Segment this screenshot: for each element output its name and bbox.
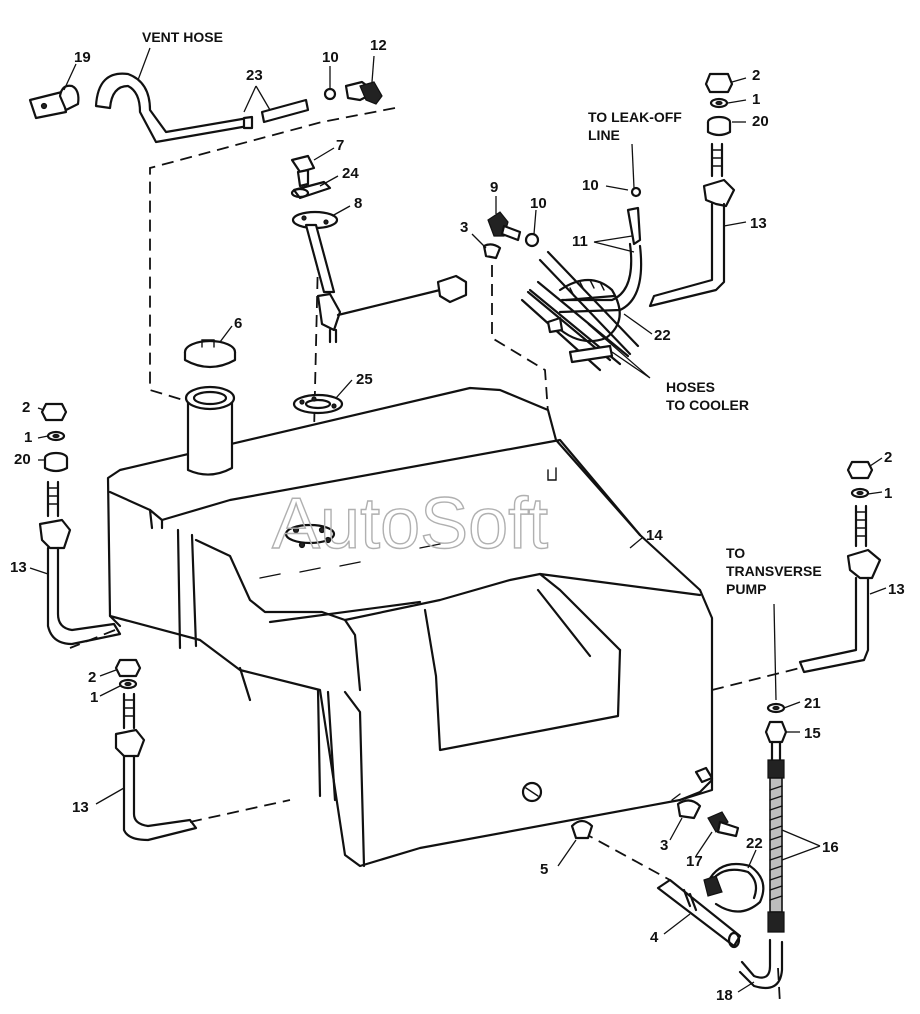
callout-5: 5 bbox=[540, 861, 548, 878]
callout-16: 16 bbox=[822, 839, 839, 856]
callout-3-b: 3 bbox=[660, 837, 668, 854]
callout-1-b: 1 bbox=[752, 91, 760, 108]
callout-17: 17 bbox=[686, 853, 703, 870]
callout-2-b: 2 bbox=[752, 67, 760, 84]
callout-10-c: 10 bbox=[582, 177, 599, 194]
callout-10: 10 bbox=[322, 49, 339, 66]
label-vent-hose: VENT HOSE bbox=[142, 29, 223, 45]
sending-unit bbox=[291, 210, 468, 344]
fuel-cap bbox=[183, 339, 237, 369]
sender-opening bbox=[284, 523, 336, 549]
callout-19: 19 bbox=[74, 49, 91, 66]
strap-lower-left bbox=[114, 692, 198, 842]
part-callouts: 19 23 10 12 7 24 8 6 25 9 10 3 10 11 22 … bbox=[10, 37, 905, 1004]
label-leak-off-1: TO LEAK-OFF bbox=[588, 109, 682, 125]
strap-upper-right bbox=[648, 142, 736, 308]
sender-bolt bbox=[290, 154, 332, 200]
vent-clamp bbox=[28, 84, 80, 120]
callout-24: 24 bbox=[342, 165, 359, 182]
label-leak-off-2: LINE bbox=[588, 127, 620, 143]
label-transverse-2: TRANSVERSE bbox=[726, 563, 822, 579]
upper-fitting bbox=[482, 211, 540, 260]
hardware-upper-left bbox=[40, 402, 69, 473]
cooler-hoses bbox=[520, 186, 643, 372]
callout-8: 8 bbox=[354, 195, 362, 212]
strap-upper-left bbox=[38, 480, 122, 646]
callout-18: 18 bbox=[716, 987, 733, 1004]
callout-2-c: 2 bbox=[88, 669, 96, 686]
hardware-upper-right bbox=[704, 72, 734, 137]
text-labels: VENT HOSE TO LEAK-OFF LINE HOSES TO COOL… bbox=[142, 29, 822, 597]
callout-20-b: 20 bbox=[752, 113, 769, 130]
sender-gasket bbox=[292, 393, 344, 415]
callout-1-c: 1 bbox=[90, 689, 98, 706]
callout-13-c: 13 bbox=[72, 799, 89, 816]
callout-22-b: 22 bbox=[746, 835, 763, 852]
pickup-tube bbox=[656, 878, 742, 949]
hardware-right bbox=[846, 460, 874, 499]
callout-13-b: 13 bbox=[750, 215, 767, 232]
callout-15: 15 bbox=[804, 725, 821, 742]
filler-neck bbox=[184, 385, 236, 476]
vent-hose bbox=[94, 72, 310, 144]
callout-22: 22 bbox=[654, 327, 671, 344]
lower-hose-assembly bbox=[738, 702, 788, 990]
callout-23: 23 bbox=[246, 67, 263, 84]
label-transverse-1: TO bbox=[726, 545, 745, 561]
callout-6: 6 bbox=[234, 315, 242, 332]
callout-25: 25 bbox=[356, 371, 373, 388]
callout-1-a: 1 bbox=[24, 429, 32, 446]
callout-12: 12 bbox=[370, 37, 387, 54]
callout-10-b: 10 bbox=[530, 195, 547, 212]
leader-lines bbox=[29, 47, 887, 993]
callout-11: 11 bbox=[572, 233, 588, 250]
hardware-lower-left bbox=[114, 658, 142, 690]
lower-hose-clamp bbox=[703, 862, 765, 913]
label-hoses-cooler-2: TO COOLER bbox=[666, 397, 749, 413]
callout-3: 3 bbox=[460, 219, 468, 236]
label-hoses-cooler-1: HOSES bbox=[666, 379, 715, 395]
callout-1-d: 1 bbox=[884, 485, 892, 502]
label-transverse-3: PUMP bbox=[726, 581, 766, 597]
callout-14: 14 bbox=[646, 527, 663, 544]
callout-4: 4 bbox=[650, 929, 659, 946]
callout-2-d: 2 bbox=[884, 449, 892, 466]
fuel-tank bbox=[106, 386, 714, 868]
callout-21: 21 bbox=[804, 695, 821, 712]
callout-20-a: 20 bbox=[14, 451, 31, 468]
lower-fittings bbox=[570, 793, 740, 840]
callout-9: 9 bbox=[490, 179, 498, 196]
watermark-text: AutoSoft bbox=[272, 484, 548, 564]
strap-right bbox=[798, 504, 882, 674]
vent-elbow bbox=[323, 80, 383, 105]
callout-2-a: 2 bbox=[22, 399, 30, 416]
callout-7: 7 bbox=[336, 137, 344, 154]
callout-13-a: 13 bbox=[10, 559, 27, 576]
callout-13-d: 13 bbox=[888, 581, 905, 598]
